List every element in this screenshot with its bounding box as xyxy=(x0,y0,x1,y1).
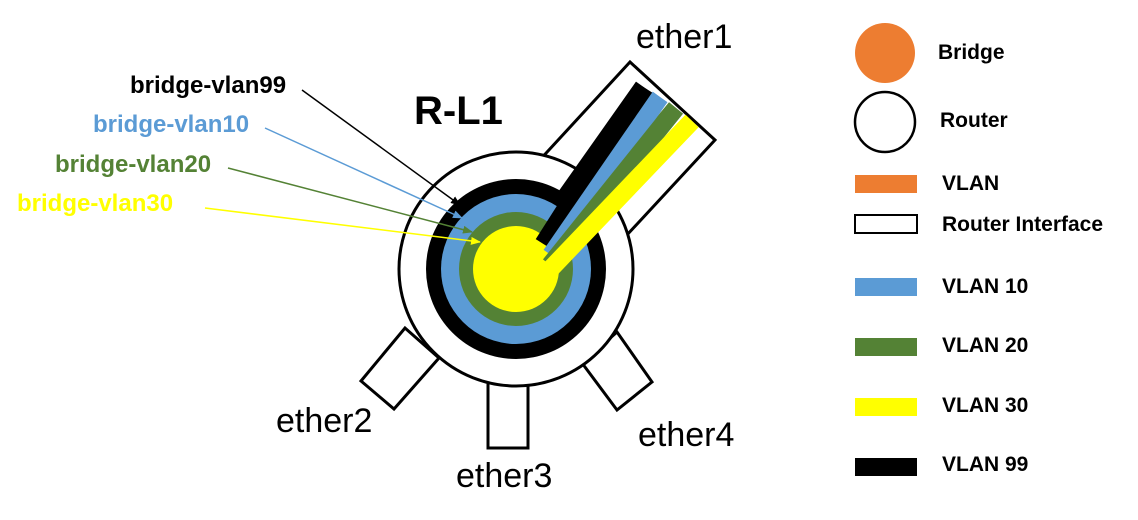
legend-bridge-label: Bridge xyxy=(938,41,1005,64)
bridge-label-vlan10: bridge-vlan10 xyxy=(93,111,249,138)
legend: Bridge Router VLAN Router Interface VLAN… xyxy=(853,23,1103,476)
legend-vlan10-symbol xyxy=(855,278,917,296)
router-title: R-L1 xyxy=(414,89,503,133)
legend-router-label: Router xyxy=(940,109,1008,132)
legend-vlan20-label: VLAN 20 xyxy=(942,334,1028,357)
legend-vlan10-label: VLAN 10 xyxy=(942,275,1028,298)
legend-bridge-symbol xyxy=(855,23,915,83)
bridge-label-vlan20: bridge-vlan20 xyxy=(55,151,211,178)
legend-interface-label: Router Interface xyxy=(942,213,1103,236)
legend-vlan30-label: VLAN 30 xyxy=(942,394,1028,417)
bridge-label-vlan99: bridge-vlan99 xyxy=(130,72,286,99)
legend-vlan-label: VLAN xyxy=(942,172,999,195)
port-label-ether3: ether3 xyxy=(456,457,552,495)
arrow-vlan99 xyxy=(301,89,461,206)
ring-vlan30 xyxy=(473,226,559,312)
port-label-ether4: ether4 xyxy=(638,416,734,454)
arrow-vlan20 xyxy=(227,167,473,234)
legend-vlan99-label: VLAN 99 xyxy=(942,453,1028,476)
legend-router-symbol xyxy=(853,90,917,154)
bridge-label-vlan30: bridge-vlan30 xyxy=(17,190,173,217)
legend-interface-symbol xyxy=(854,214,918,234)
ether3-interface xyxy=(486,376,530,450)
arrow-vlan30 xyxy=(204,207,481,245)
port-label-ether1: ether1 xyxy=(636,18,732,56)
arrow-vlan10 xyxy=(264,127,463,219)
legend-vlan99-symbol xyxy=(855,458,917,476)
legend-vlan20-symbol xyxy=(855,338,917,356)
legend-vlan-symbol xyxy=(855,175,917,193)
legend-vlan30-symbol xyxy=(855,398,917,416)
port-label-ether2: ether2 xyxy=(276,402,372,440)
